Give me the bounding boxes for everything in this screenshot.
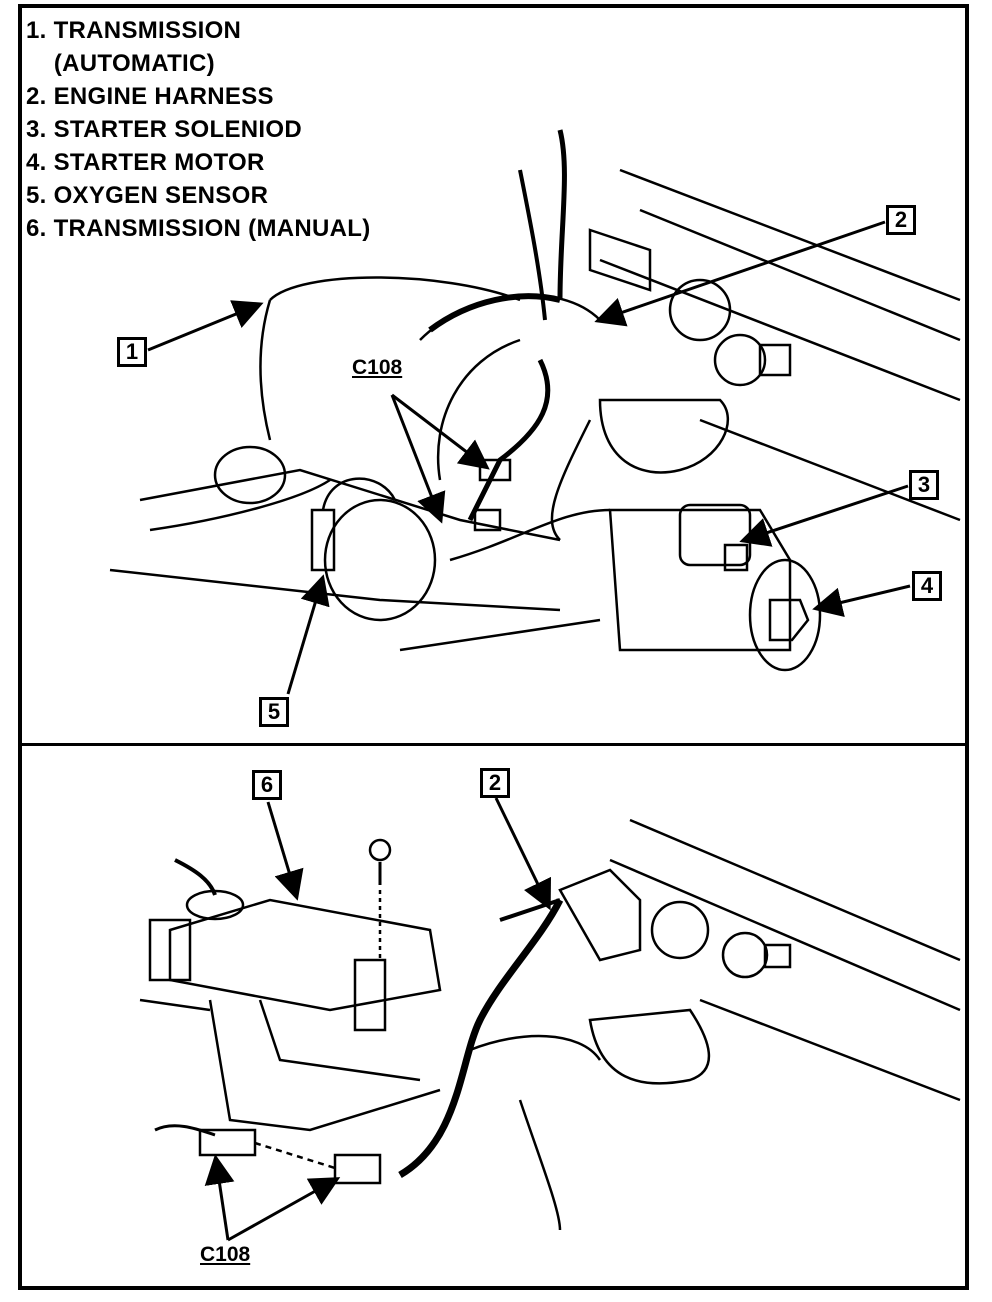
harness-bracket: [353, 958, 387, 1032]
legend: 1. TRANSMISSION (AUTOMATIC) 2. ENGINE HA…: [26, 14, 371, 245]
oxygen-sensor-body: [310, 508, 336, 572]
bell-housing-opening: [323, 498, 437, 622]
arrow-to-manual-transmission: [266, 801, 304, 901]
arrow-to-transmission: [147, 300, 264, 352]
connector-c108-top-b: [473, 508, 502, 532]
legend-item-transmission-automatic-cont: (AUTOMATIC): [26, 50, 215, 77]
starter-motor-bolt: [768, 598, 810, 642]
arrow-to-c108-a: [391, 393, 490, 470]
top-panel-arrows: [147, 220, 911, 695]
callout-2-top: 2: [886, 205, 916, 235]
engine-harness-bundle: [428, 293, 561, 333]
arrow-to-solenoid: [739, 484, 909, 547]
connector-c108-top-a: [478, 458, 512, 482]
arrow-to-c108-bottom-a: [204, 1154, 235, 1241]
legend-item-transmission-automatic: 1. TRANSMISSION: [26, 17, 242, 44]
connector-label-c108-bottom: C108: [200, 1243, 251, 1266]
callout-4: 4: [912, 571, 942, 601]
connector-c108-bottom-b: [333, 1153, 382, 1185]
diagram-frame: [18, 4, 969, 1290]
top-panel-drawing: [109, 129, 961, 672]
legend-item-oxygen-sensor: 5. OXYGEN SENSOR: [26, 182, 269, 209]
starter-motor-end: [748, 558, 822, 672]
arrow-to-c108-bottom-b: [227, 1177, 341, 1242]
arrow-to-starter-motor: [812, 584, 911, 618]
bottom-panel-drawing: [139, 818, 961, 1231]
callout-3: 3: [909, 470, 939, 500]
legend-item-engine-harness: 2. ENGINE HARNESS: [26, 83, 274, 110]
callout-1: 1: [117, 337, 147, 367]
legend-item-transmission-manual: 6. TRANSMISSION (MANUAL): [26, 215, 371, 242]
legend-item-starter-solenoid: 3. STARTER SOLENIOD: [26, 116, 302, 143]
callout-2-bottom: 2: [480, 768, 510, 798]
transmission-manual-housing: [168, 898, 442, 1012]
bolt-head: [368, 838, 392, 862]
legend-item-starter-motor: 4. STARTER MOTOR: [26, 149, 265, 176]
connector-label-c108-top: C108: [352, 356, 403, 379]
transmission-mount: [213, 445, 287, 505]
arrow-to-c108-b: [390, 394, 446, 524]
arrow-to-oxygen-sensor: [286, 574, 330, 695]
callout-5: 5: [259, 697, 289, 727]
starter-solenoid: [678, 503, 752, 567]
arrow-to-harness-bottom: [494, 797, 552, 911]
transmission-automatic-outline: [269, 276, 521, 302]
engine-harness-bottom: [398, 898, 564, 1179]
bottom-panel-arrows: [204, 797, 552, 1242]
arrow-to-harness: [594, 220, 886, 327]
starter-motor-body: [608, 508, 792, 652]
panel-divider: [18, 743, 969, 746]
callout-6: 6: [252, 770, 282, 800]
